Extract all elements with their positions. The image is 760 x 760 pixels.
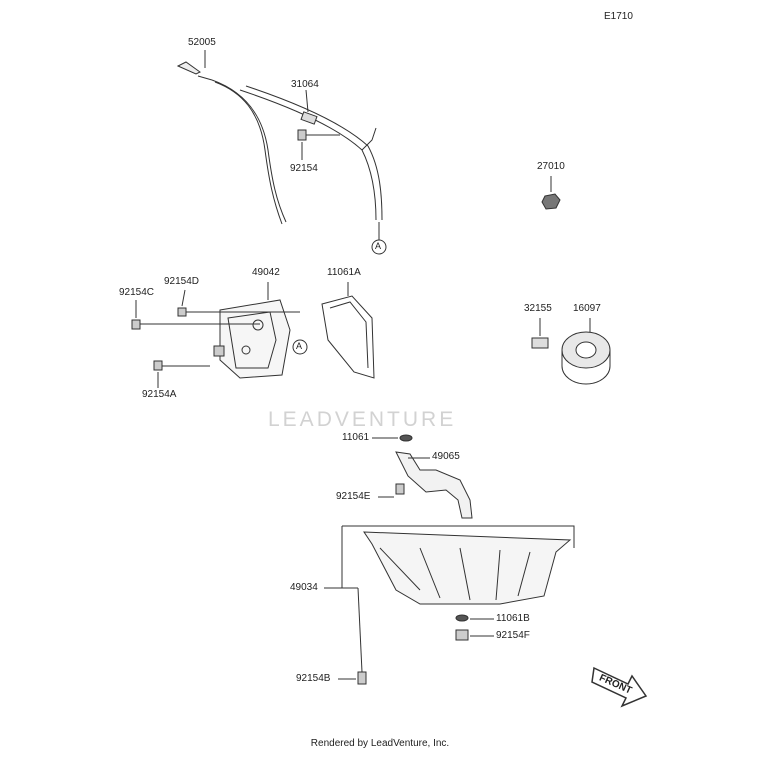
label-11061[interactable]: 11061 xyxy=(342,432,370,443)
ref-marker-a-top: A xyxy=(375,241,382,251)
diagram-id: E1710 xyxy=(604,11,633,22)
label-11061b[interactable]: 11061B xyxy=(496,613,530,624)
bolt-92154b[interactable] xyxy=(357,671,367,685)
label-49042[interactable]: 49042 xyxy=(252,267,280,278)
bolt-92154e[interactable] xyxy=(395,483,405,495)
label-27010[interactable]: 27010 xyxy=(537,161,565,172)
o-ring-11061[interactable] xyxy=(399,434,413,442)
bracket-49042[interactable] xyxy=(213,299,291,379)
front-arrow xyxy=(591,666,648,708)
bolt-92154a[interactable] xyxy=(153,360,163,371)
drain-bolt-92154f[interactable] xyxy=(455,629,469,641)
dipstick-tube-31064[interactable] xyxy=(239,85,383,221)
watermark: LEADVENTURE xyxy=(268,408,457,431)
label-11061a[interactable]: 11061A xyxy=(327,267,361,278)
label-31064[interactable]: 31064 xyxy=(291,79,319,90)
label-52005[interactable]: 52005 xyxy=(188,37,216,48)
ref-circle-a-mid xyxy=(292,339,308,355)
ref-marker-a-mid: A xyxy=(296,341,303,351)
fitting-32155[interactable] xyxy=(531,337,549,349)
footer-credit: Rendered by LeadVenture, Inc. xyxy=(310,738,450,749)
gasket-11061b[interactable] xyxy=(455,614,469,622)
label-92154e[interactable]: 92154E xyxy=(336,491,371,502)
nut-27010[interactable] xyxy=(541,193,561,210)
bolt-92154-top[interactable] xyxy=(297,129,340,141)
strainer-49065[interactable] xyxy=(395,451,473,519)
dipstick-52005[interactable] xyxy=(176,61,287,225)
label-49065[interactable]: 49065 xyxy=(432,451,460,462)
bolt-92154c[interactable] xyxy=(131,319,141,330)
bolt-92154d[interactable] xyxy=(177,307,187,317)
label-92154-top[interactable]: 92154 xyxy=(290,163,318,174)
label-16097[interactable]: 16097 xyxy=(573,303,601,314)
label-49034[interactable]: 49034 xyxy=(290,582,318,593)
gasket-11061a[interactable] xyxy=(321,295,375,379)
label-32155[interactable]: 32155 xyxy=(524,303,552,314)
label-92154b[interactable]: 92154B xyxy=(296,673,331,684)
oil-filter-16097[interactable] xyxy=(561,331,611,385)
oil-pan-49034[interactable] xyxy=(363,531,572,605)
label-92154f[interactable]: 92154F xyxy=(496,630,530,641)
label-92154c[interactable]: 92154C xyxy=(119,287,155,298)
ref-circle-a-top xyxy=(371,239,387,255)
label-92154a[interactable]: 92154A xyxy=(142,389,177,400)
label-92154d[interactable]: 92154D xyxy=(164,276,200,287)
